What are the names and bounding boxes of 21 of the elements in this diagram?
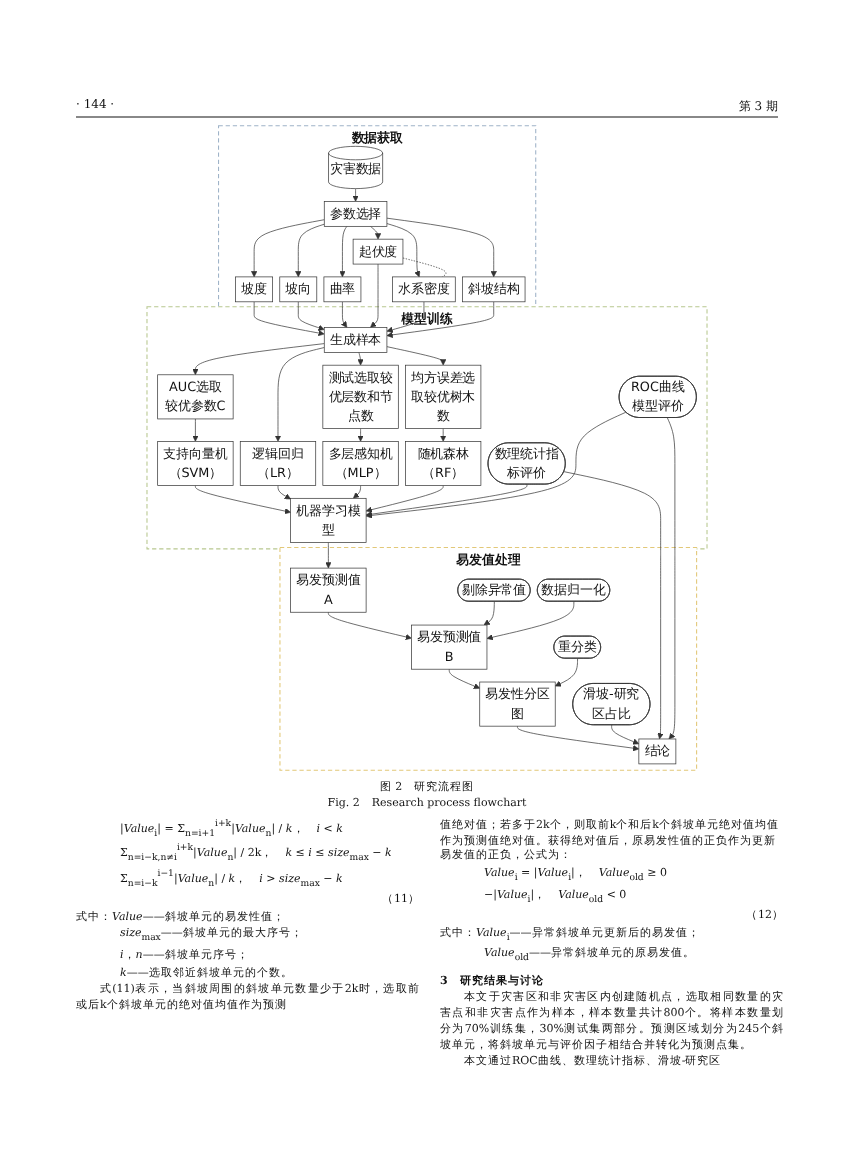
node-box	[239, 441, 317, 486]
node-box	[290, 567, 367, 613]
node-box	[323, 276, 362, 303]
node-box	[352, 238, 404, 265]
node-box	[322, 441, 399, 486]
node-box	[323, 327, 388, 353]
node-box	[290, 497, 367, 543]
node-box	[638, 738, 677, 765]
node-box	[157, 441, 234, 486]
node-box	[392, 276, 456, 303]
node-box	[322, 364, 399, 429]
node-box	[323, 201, 388, 227]
node-box	[462, 276, 526, 303]
node-box	[479, 681, 556, 727]
node-box	[405, 441, 482, 486]
node-box	[411, 624, 488, 670]
node-box	[235, 276, 273, 303]
node-box	[279, 276, 318, 303]
node-box	[405, 364, 482, 429]
node-box	[157, 374, 234, 420]
connector	[402, 257, 447, 278]
